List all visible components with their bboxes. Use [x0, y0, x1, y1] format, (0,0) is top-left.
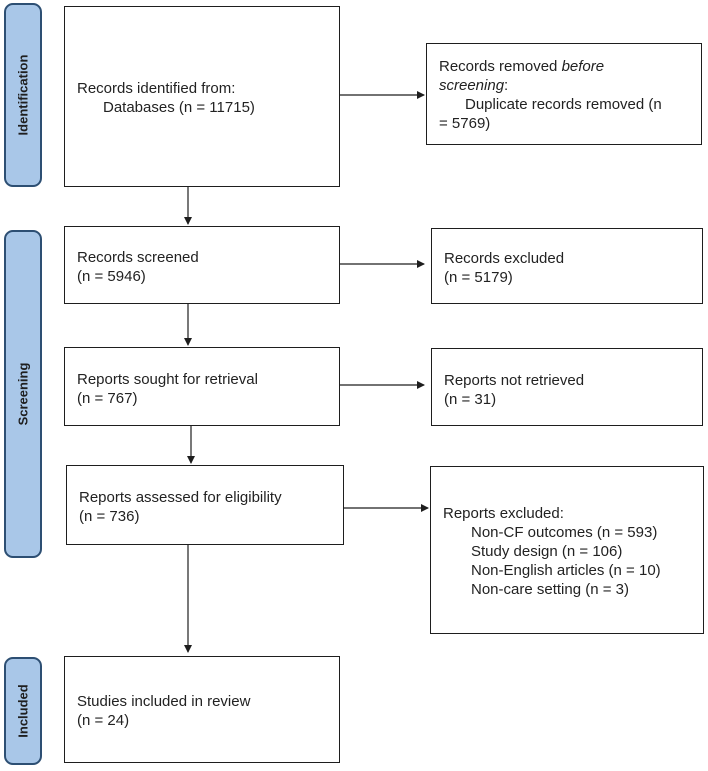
- reports-sought-label: Reports sought for retrieval: [77, 371, 258, 388]
- box-records-identified: Records identified from: Databases (n = …: [64, 6, 340, 187]
- phase-screening: Screening: [4, 230, 42, 558]
- box-reports-not-retrieved: Reports not retrieved (n = 31): [431, 348, 703, 426]
- records-excluded-label: Records excluded: [444, 250, 565, 267]
- phase-identification: Identification: [4, 3, 42, 187]
- records-screened-label: Records screened: [77, 249, 199, 266]
- duplicate-records-count: = 5769): [439, 115, 491, 132]
- box-records-removed: Records removed before screening: Duplic…: [426, 43, 702, 145]
- records-identified-label: Records identified from:: [77, 80, 236, 97]
- reports-assessed-label: Reports assessed for eligibility: [79, 489, 282, 506]
- records-excluded-count: (n = 5179): [444, 269, 513, 286]
- reports-excluded-item: Non-CF outcomes (n = 593): [471, 524, 658, 541]
- box-reports-assessed: Reports assessed for eligibility (n = 73…: [66, 465, 344, 545]
- duplicate-records-label: Duplicate records removed (n: [465, 96, 662, 113]
- reports-excluded-item: Non-care setting (n = 3): [471, 581, 629, 598]
- reports-not-retrieved-label: Reports not retrieved: [444, 372, 585, 389]
- phase-included: Included: [4, 657, 42, 765]
- records-removed-screening: screening: [439, 77, 505, 94]
- reports-assessed-count: (n = 736): [79, 508, 140, 525]
- reports-excluded-label: Reports excluded:: [443, 505, 564, 522]
- records-identified-databases: Databases (n = 11715): [103, 99, 255, 116]
- studies-included-count: (n = 24): [77, 712, 130, 729]
- records-removed-label: Records removed: [439, 58, 562, 75]
- box-studies-included: Studies included in review (n = 24): [64, 656, 340, 763]
- reports-not-retrieved-count: (n = 31): [444, 391, 497, 408]
- records-screened-count: (n = 5946): [77, 268, 146, 285]
- box-reports-sought: Reports sought for retrieval (n = 767): [64, 347, 340, 426]
- reports-excluded-item: Non-English articles (n = 10): [471, 562, 661, 579]
- box-records-excluded: Records excluded (n = 5179): [431, 228, 703, 304]
- reports-sought-count: (n = 767): [77, 390, 138, 407]
- reports-excluded-item: Study design (n = 106): [471, 543, 623, 560]
- records-removed-before: before: [561, 58, 605, 75]
- studies-included-label: Studies included in review: [77, 693, 251, 710]
- records-removed-colon: :: [504, 77, 509, 94]
- box-reports-excluded: Reports excluded: Non-CF outcomes (n = 5…: [430, 466, 704, 634]
- box-records-screened: Records screened (n = 5946): [64, 226, 340, 304]
